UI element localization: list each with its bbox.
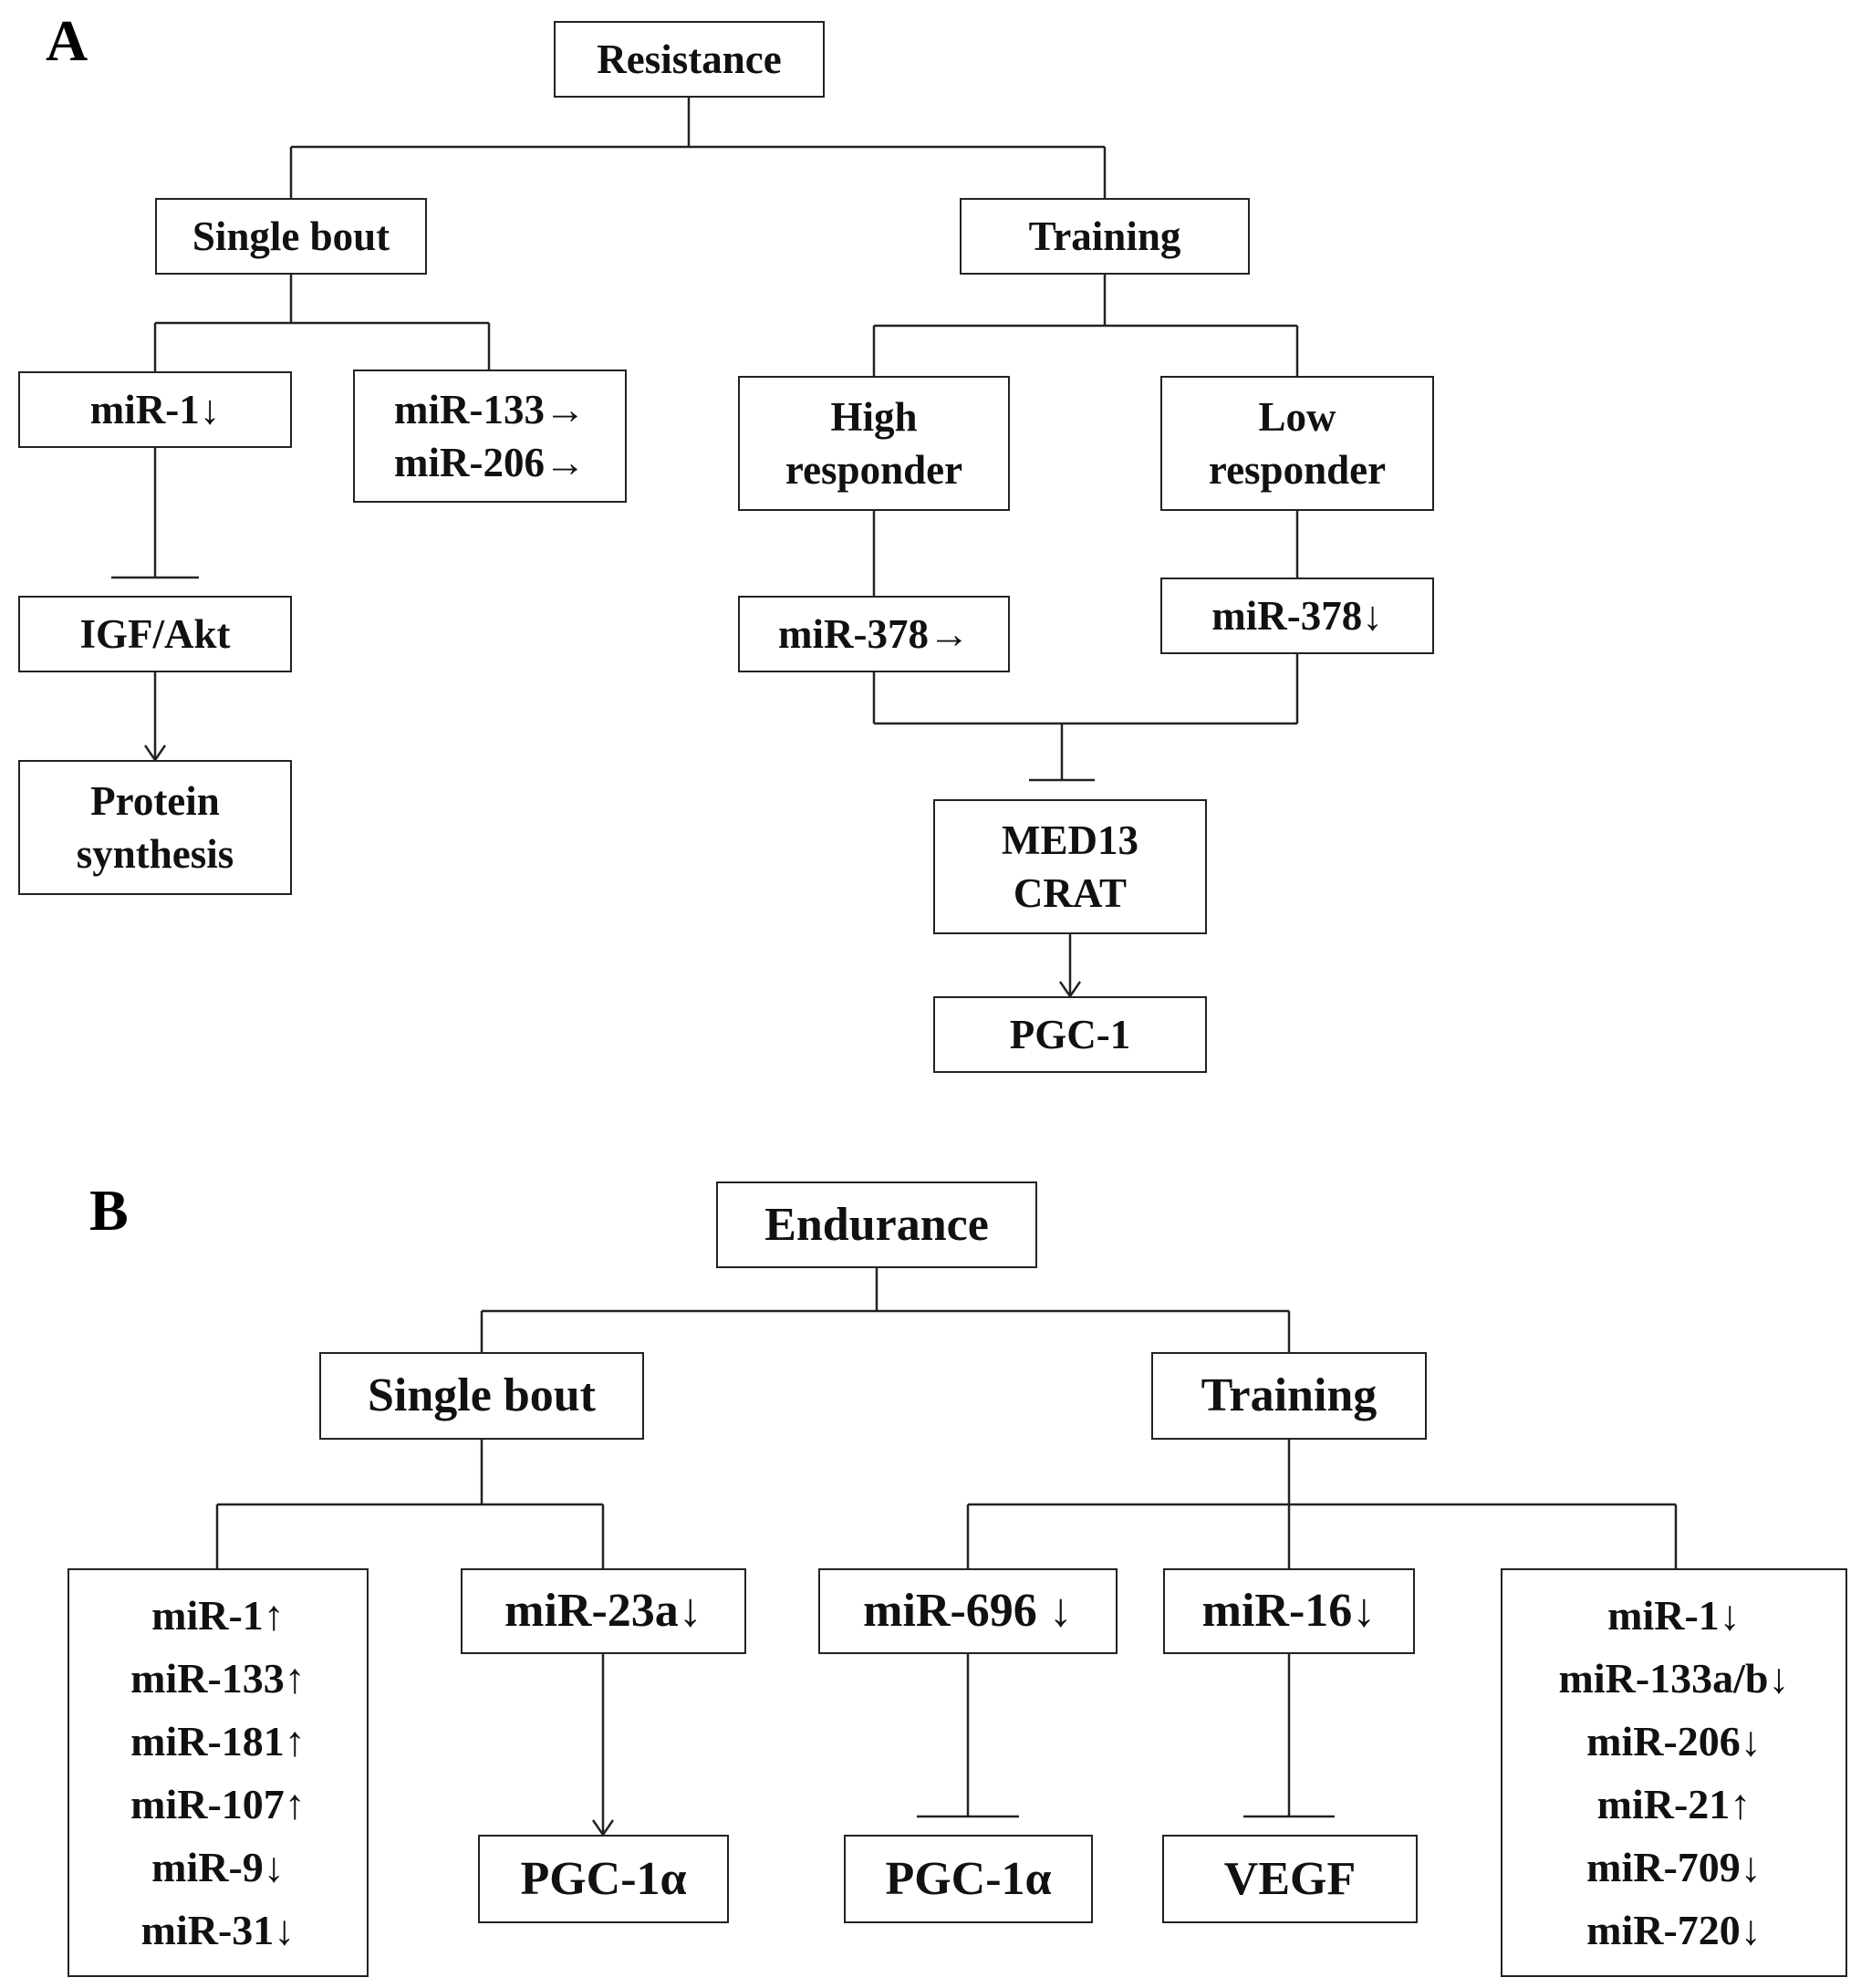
node-text-line: CRAT [1013,870,1128,916]
mir23a-node: miR-23a↓ [461,1568,746,1654]
mir378-low-node: miR-378↓ [1160,578,1434,654]
mir16-node: miR-16↓ [1163,1568,1415,1654]
node-text-line: Single bout [368,1369,596,1422]
mir696-node: miR-696 ↓ [818,1568,1118,1654]
node-text-line: miR-378→ [778,610,970,657]
a-mir1-node: miR-1↓ [18,371,292,448]
panel-label-b: B [89,1178,129,1243]
node-text-line: PGC-1α [520,1852,687,1905]
node-text-line: miR-206→ [394,440,586,485]
b-training-node: Training [1151,1352,1427,1440]
b-training-mirna-list: miR-1↓ miR-133a/b↓ miR-206↓ miR-21↑ miR-709↓… [1501,1568,1847,1977]
panel-label-a: A [46,8,88,73]
node-text-line: miR-720↓ [1586,1907,1762,1953]
node-text-line: Training [1201,1369,1378,1422]
pgc1a-training-node: PGC-1α [844,1835,1093,1923]
low-responder-node: Low responder [1160,376,1434,511]
resistance-node: Resistance [554,21,825,98]
node-text-line: miR-133→ [394,386,586,432]
node-text-line: miR-9↓ [151,1844,285,1890]
arrowhead [1058,981,1072,997]
b-single-bout-node: Single bout [319,1352,644,1440]
node-text-line: miR-31↓ [140,1907,296,1953]
node-text-line: Single bout [192,213,390,259]
node-text-line: responder [785,447,963,493]
arrowhead [601,1819,615,1836]
b-single-bout-mirna-list: miR-1↑ miR-133↑ miR-181↑ miR-107↑ miR-9↓ miR-… [68,1568,369,1977]
mir378-high-node: miR-378→ [738,596,1010,672]
node-text-line: Low [1258,393,1336,440]
node-text-line: PGC-1α [885,1852,1052,1905]
node-text-line: MED13 [1002,817,1138,863]
node-text-line: miR-107↑ [130,1781,306,1827]
node-text-line: PGC-1 [1009,1011,1131,1057]
pgc1a-single-bout-node: PGC-1α [478,1835,729,1923]
node-text-line: miR-206↓ [1586,1718,1762,1764]
node-text-line: synthesis [76,831,234,877]
a-training-node: Training [960,198,1250,275]
node-text-line: responder [1208,447,1387,493]
node-text-line: miR-1↓ [89,386,221,432]
node-text-line: VEGF [1223,1852,1357,1905]
arrowhead [143,744,157,761]
a-mir133-206-node: miR-133→ miR-206→ [353,369,627,503]
node-text-line: Endurance [764,1198,989,1251]
node-text-line: miR-133a/b↓ [1558,1655,1790,1702]
node-text-line: miR-1↑ [151,1592,285,1639]
high-responder-node: High responder [738,376,1010,511]
node-text-line: miR-181↑ [130,1718,306,1764]
node-text-line: miR-16↓ [1201,1585,1377,1638]
node-text-line: miR-21↑ [1596,1781,1752,1827]
a-single-bout-node: Single bout [155,198,427,275]
arrowhead [153,744,167,761]
vegf-node: VEGF [1162,1835,1418,1923]
node-text-line: High [830,393,918,440]
endurance-node: Endurance [716,1181,1037,1268]
node-text-line: miR-133↑ [130,1655,306,1702]
protein-synthesis-node: Protein synthesis [18,760,292,895]
node-text-line: miR-696 ↓ [863,1585,1073,1638]
node-text-line: miR-378↓ [1211,592,1383,639]
node-text-line: Protein [90,777,220,824]
node-text-line: Training [1028,213,1181,259]
node-text-line: miR-709↓ [1586,1844,1762,1890]
node-text-line: miR-1↓ [1607,1592,1741,1639]
igf-akt-node: IGF/Akt [18,596,292,672]
node-text-line: Resistance [597,36,782,82]
node-text-line: IGF/Akt [79,610,231,657]
arrowhead [591,1819,605,1836]
pgc1-node: PGC-1 [933,996,1207,1073]
node-text-line: miR-23a↓ [504,1585,702,1638]
arrowhead [1068,981,1082,997]
